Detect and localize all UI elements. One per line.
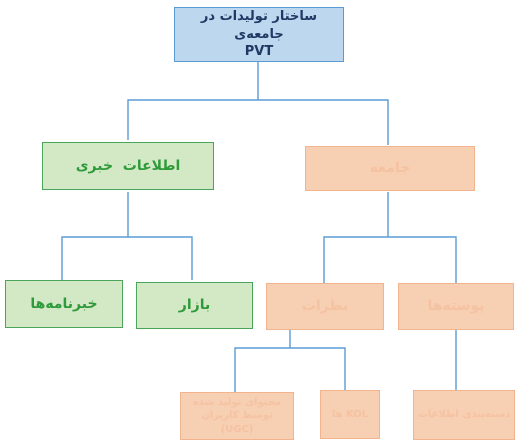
root-node: ساختار تولیدات در جامعه‌ی PVT: [174, 7, 344, 62]
connector-news-children: [61, 236, 193, 280]
connector-community-children: [323, 236, 457, 283]
community-label: جامعه: [369, 160, 411, 177]
community-node: جامعه: [305, 146, 475, 191]
kol-node: KOL ها: [320, 390, 380, 439]
skins-label: پوسته‌ها: [427, 298, 485, 315]
market-label: بازار: [178, 297, 211, 314]
opinions-label: نظرات: [301, 298, 349, 315]
kol-label: KOL ها: [331, 408, 369, 420]
market-node: بازار: [136, 282, 253, 329]
news-info-node: اطلاعات خبری: [42, 142, 214, 190]
news-info-label: اطلاعات خبری: [75, 157, 181, 174]
connector-opinions-children: [234, 347, 346, 392]
data-categorization-node: دسته‌بندی اطلاعات: [413, 390, 515, 440]
ugc-label: محتوای تولید شده توسط کاربران (UGC): [192, 396, 282, 435]
connector-root-branches: [127, 99, 389, 145]
newsletters-node: خبرنامه‌ها: [5, 280, 123, 328]
newsletters-label: خبرنامه‌ها: [30, 295, 98, 312]
opinions-node: نظرات: [266, 283, 384, 330]
data-categorization-label: دسته‌بندی اطلاعات: [417, 409, 511, 421]
root-title-line1: ساختار تولیدات در جامعه‌ی: [200, 9, 318, 42]
ugc-node: محتوای تولید شده توسط کاربران (UGC): [180, 392, 294, 440]
skins-node: پوسته‌ها: [398, 283, 514, 330]
root-title-line2: PVT: [244, 44, 274, 60]
